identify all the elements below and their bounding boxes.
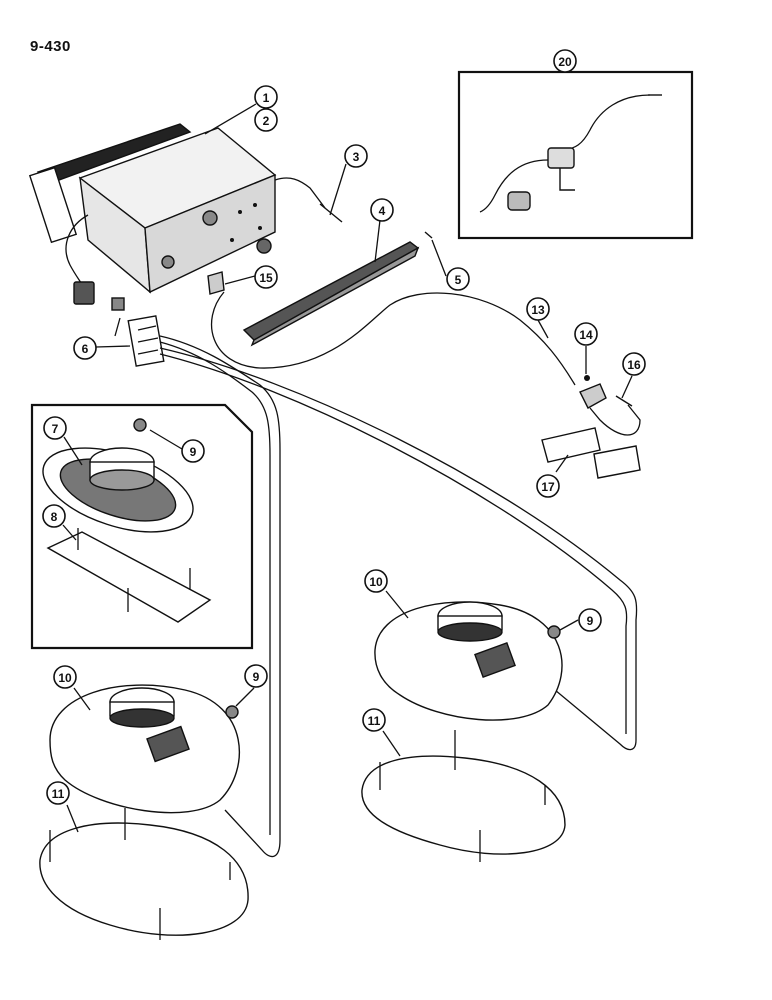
callout-9-left: 9 [244,664,268,688]
svg-text:8: 8 [51,510,58,524]
svg-text:9: 9 [587,614,594,628]
svg-text:11: 11 [368,714,381,728]
svg-text:4: 4 [379,204,386,218]
nut-right [547,625,561,639]
callout-9-inset: 9 [181,439,205,463]
speaker-grille-left [39,808,249,940]
speaker-wire-right [159,347,638,751]
svg-text:6: 6 [82,342,89,356]
callout-9-right: 9 [578,608,602,632]
callout-1: 1 [254,85,278,109]
svg-text:14: 14 [579,328,593,342]
svg-text:7: 7 [52,422,59,436]
wire-connector [127,315,165,367]
mounting-bracket [207,271,225,295]
radio-receiver [28,123,343,311]
svg-text:2: 2 [263,114,270,128]
svg-text:15: 15 [259,271,273,285]
svg-text:5: 5 [455,273,462,287]
svg-text:20: 20 [558,55,572,69]
speaker-grille-right [361,730,566,862]
leader-lines [62,103,633,833]
speaker-bracket-strip [242,241,420,347]
shim-right [593,445,641,479]
svg-text:16: 16 [627,358,641,372]
callout-6: 6 [73,336,97,360]
nut-left [225,705,239,719]
callout-11-right: 11 [362,708,386,732]
callout-10-right: 10 [364,569,388,593]
nut-small [133,418,147,432]
svg-text:3: 3 [353,150,360,164]
callout-13: 13 [526,297,550,321]
svg-text:9: 9 [253,670,260,684]
speaker-grille-small [46,528,212,623]
callout-16: 16 [622,352,646,376]
svg-text:9: 9 [190,445,197,459]
antenna-lead [589,404,641,436]
callout-2: 2 [254,108,278,132]
callout-5: 5 [446,267,470,291]
shim-left [541,427,601,463]
callout-8: 8 [42,504,66,528]
inset-box-antenna [457,70,694,240]
svg-text:10: 10 [58,671,72,685]
callout-10-left: 10 [53,665,77,689]
callout-3: 3 [344,144,368,168]
antenna-lead-assembly [479,94,662,213]
inset-box-speaker [30,403,254,650]
callout-11-left: 11 [46,781,70,805]
speaker-oval-left [49,684,240,814]
callout-4: 4 [370,198,394,222]
page-code: 9-430 [30,38,71,55]
callout-15: 15 [254,265,278,289]
svg-text:13: 13 [531,303,545,317]
callout-20: 20 [553,49,577,73]
svg-text:10: 10 [369,575,383,589]
svg-text:1: 1 [263,91,270,105]
svg-text:17: 17 [541,480,555,494]
speaker-oval-small [42,447,194,533]
svg-text:11: 11 [52,787,65,801]
callout-7: 7 [43,416,67,440]
speaker-oval-right [374,601,563,721]
antenna-cable [210,291,576,386]
callout-14: 14 [574,322,598,346]
callout-17: 17 [536,474,560,498]
speaker-wire-left [159,335,281,858]
